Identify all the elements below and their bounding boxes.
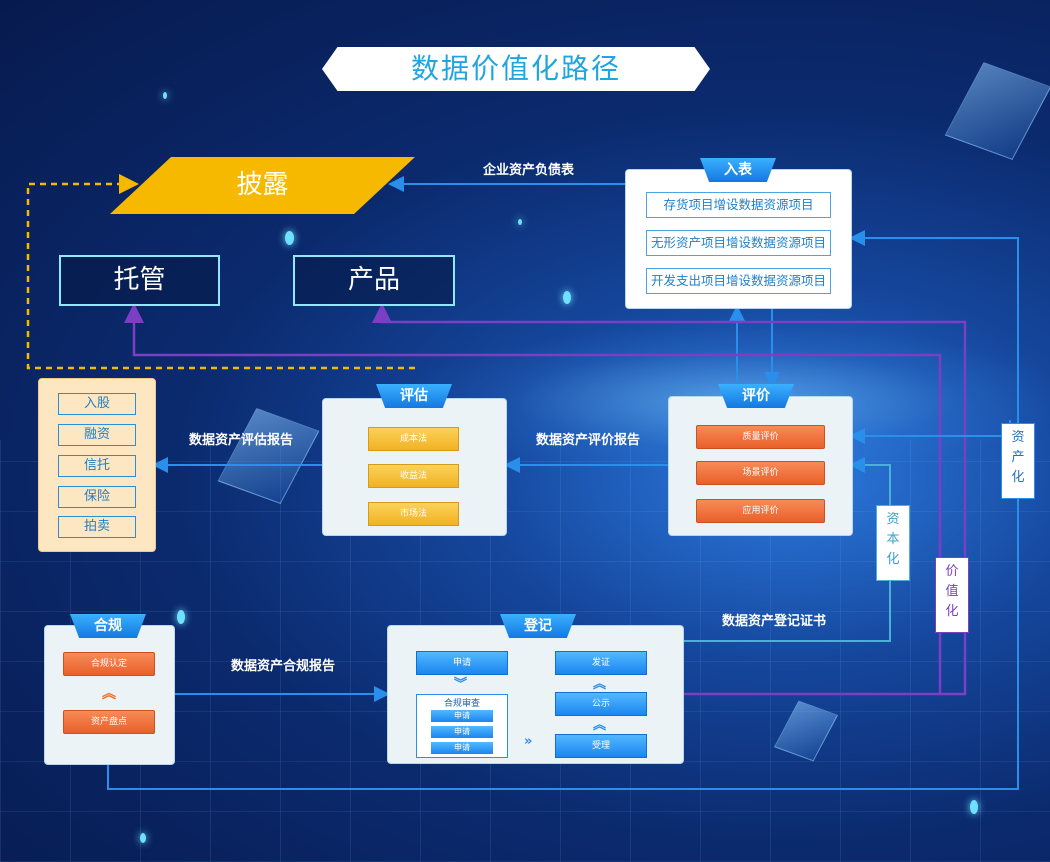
- entry-item: 开发支出项目增设数据资源项目: [646, 268, 831, 294]
- income-method: 收益法: [368, 464, 459, 488]
- financing-item-insurance: 保险: [58, 486, 136, 508]
- scenario-valuation: 场景评价: [696, 461, 825, 485]
- publicity-step: 公示: [555, 692, 647, 716]
- chevron-up-icon: ︽: [593, 677, 607, 692]
- valuation-tag: 评价: [718, 384, 794, 408]
- financing-panel: 入股 融资 信托 保险 拍卖: [38, 378, 156, 552]
- decorative-dot: [177, 610, 185, 624]
- chevron-right-icon: »: [524, 734, 533, 749]
- valuation-panel: 质量评价 场景评价 应用评价: [668, 396, 853, 536]
- accept-step: 受理: [555, 734, 647, 758]
- financing-item-equity: 入股: [58, 393, 136, 415]
- cost-method: 成本法: [368, 427, 459, 451]
- compliance-tag: 合规: [70, 614, 146, 638]
- entry-panel: 存货项目增设数据资源项目 无形资产项目增设数据资源项目 开发支出项目增设数据资源…: [625, 169, 852, 309]
- financing-item-auction: 拍卖: [58, 516, 136, 538]
- decorative-dot: [163, 92, 167, 99]
- asset-inventory: 资产盘点: [63, 710, 155, 734]
- entry-item: 存货项目增设数据资源项目: [646, 192, 831, 218]
- review-item: 申请: [431, 710, 493, 722]
- capitalization-label: 资 本 化: [876, 505, 910, 581]
- entry-tag: 入表: [700, 158, 776, 182]
- review-box: 合规审查 申请 申请 申请: [416, 694, 508, 758]
- chevron-down-icon: ︾: [454, 677, 468, 692]
- custody-box: 托管: [59, 255, 220, 306]
- decorative-dot: [140, 833, 146, 843]
- chevron-up-icon: ︽: [593, 718, 607, 733]
- issue-step: 发证: [555, 651, 647, 675]
- assessment-report-label: 数据资产评估报告: [189, 433, 294, 448]
- decorative-dot: [518, 219, 522, 225]
- compliance-panel: 合规认定 ︽ 资产盘点: [44, 625, 175, 765]
- assessment-tag: 评估: [376, 384, 452, 408]
- application-valuation: 应用评价: [696, 499, 825, 523]
- review-title: 合规审查: [443, 699, 480, 709]
- compliance-check: 合规认定: [63, 652, 155, 676]
- apply-step: 申请: [416, 651, 508, 675]
- decorative-dot: [285, 231, 294, 245]
- decorative-dot: [970, 800, 978, 814]
- product-box: 产品: [293, 255, 455, 306]
- compliance-report-label: 数据资产合规报告: [231, 659, 336, 674]
- financing-item-trust: 信托: [58, 455, 136, 477]
- entry-item: 无形资产项目增设数据资源项目: [646, 230, 831, 256]
- certificate-label: 数据资产登记证书: [722, 614, 827, 629]
- valorization-label: 价 值 化: [935, 557, 969, 633]
- registration-tag: 登记: [500, 614, 576, 638]
- quality-valuation: 质量评价: [696, 425, 825, 449]
- decorative-dot: [563, 291, 571, 304]
- page-title: 数据价值化路径: [322, 47, 710, 91]
- assessment-panel: 成本法 收益法 市场法: [322, 398, 507, 536]
- review-item: 申请: [431, 726, 493, 738]
- financing-item-loan: 融资: [58, 424, 136, 446]
- registration-panel: 申请 ︾ 合规审查 申请 申请 申请 » 发证 ︽ 公示 ︽ 受理: [387, 625, 684, 764]
- review-item: 申请: [431, 742, 493, 754]
- chevron-up-icon: ︽: [102, 686, 116, 702]
- market-method: 市场法: [368, 502, 459, 526]
- assetization-label: 资 产 化: [1001, 423, 1035, 499]
- valuation-report-label: 数据资产评价报告: [536, 433, 641, 448]
- balance-sheet-label: 企业资产负债表: [483, 163, 575, 178]
